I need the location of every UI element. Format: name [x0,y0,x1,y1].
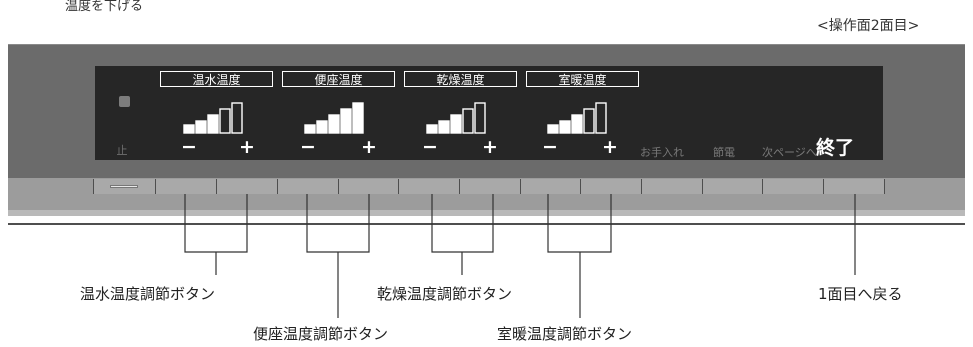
seat-plus-label: + [361,136,377,158]
care-button[interactable] [641,179,702,194]
level-bar-empty [474,102,486,134]
level-bar-empty [595,102,607,134]
level-bar-filled [316,120,328,134]
power-save-button[interactable] [702,179,762,194]
warm-water-minus-button[interactable] [155,179,216,194]
power-save-label: 節電 [713,146,735,159]
level-bar-filled [547,124,559,134]
page-indicator: <操作面2面目> [817,18,920,34]
seat-temp-label: 便座温度 [282,71,395,87]
level-bar-empty [583,108,595,134]
room-plus-label: + [602,136,618,158]
dry-minus-button[interactable] [398,179,459,194]
room-plus-button[interactable] [580,179,641,194]
end-label: 終了 [816,137,855,159]
display-screen [95,66,883,160]
room-bracket [547,194,612,253]
panel-bottom-line [8,223,965,225]
level-bar-filled [559,120,571,134]
care-label: お手入れ [640,146,684,159]
seat-bracket [306,194,370,253]
dry-temp-label: 乾燥温度 [404,71,517,87]
warm-water-bracket [184,194,248,253]
room-minus-label: − [542,136,558,158]
next-page-button[interactable] [762,179,823,194]
stop-label: 止 [116,144,128,157]
stop-lamp [119,96,130,107]
level-bar-filled [207,114,219,134]
level-bar-filled [328,114,340,134]
level-bar-filled [304,124,316,134]
back-annotation: 1面目へ戻る [818,285,903,303]
seat-annotation: 便座温度調節ボタン [253,325,389,343]
level-bar-filled [450,114,462,134]
warm-water-plus-button[interactable] [216,179,277,194]
room-annotation: 室暖温度調節ボタン [497,325,633,343]
dry-plus-label: + [482,136,498,158]
warm-water-annotation: 温水温度調節ボタン [80,285,216,303]
dry-annotation: 乾燥温度調節ボタン [377,285,513,303]
level-bar-empty [462,108,474,134]
seat-minus-label: − [300,136,316,158]
level-bar-empty [231,102,243,134]
room-temp-label: 室暖温度 [526,71,639,87]
seat-level-indicator [304,100,370,138]
top-caption: 温度を下げる [65,0,144,14]
warm-water-level-indicator [183,100,249,138]
dry-plus-button[interactable] [459,179,520,194]
end-button[interactable] [823,179,884,194]
room-level-indicator [547,100,613,138]
warm-water-minus-label: − [181,136,197,158]
level-bar-filled [438,120,450,134]
dry-bracket [431,194,494,253]
level-bar-filled [426,124,438,134]
level-bar-filled [571,114,583,134]
next-page-label: 次ページへ [762,146,817,159]
level-bar-filled [183,124,195,134]
room-minus-button[interactable] [520,179,580,194]
level-bar-filled [352,102,364,134]
warm-water-temp-label: 温水温度 [160,71,273,87]
seat-plus-button[interactable] [338,179,398,194]
dry-minus-label: − [422,136,438,158]
level-bar-filled [340,108,352,134]
warm-water-plus-label: + [239,136,255,158]
seat-minus-button[interactable] [277,179,338,194]
level-bar-empty [219,108,231,134]
dry-level-indicator [426,100,492,138]
level-bar-filled [195,120,207,134]
panel-lower-edge [8,210,965,216]
stop-button-mark [110,185,138,188]
